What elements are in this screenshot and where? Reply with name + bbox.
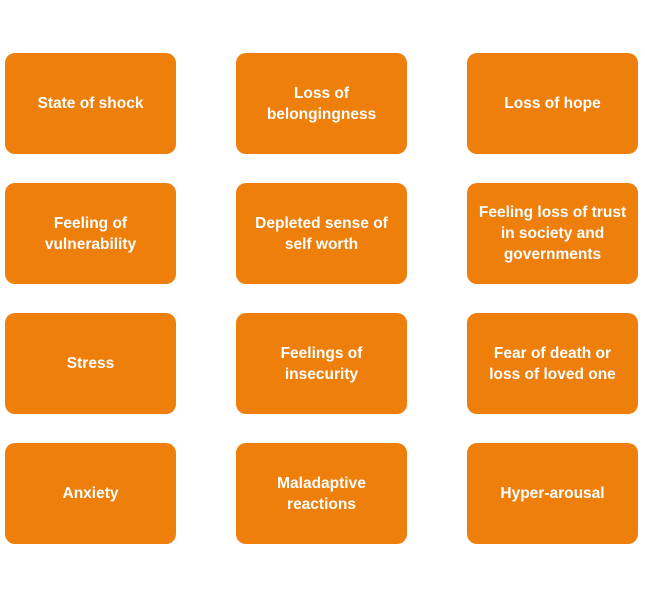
box-label: Feeling of vulnerability: [44, 214, 137, 253]
box-label: Stress: [66, 355, 115, 372]
box-loss-of-trust: Feeling loss of trust in society and gov…: [467, 183, 638, 284]
box-label: Hyper-arousal: [500, 485, 605, 502]
box-anxiety: Anxiety: [5, 443, 176, 544]
box-label: Feelings of insecurity: [280, 344, 363, 383]
box-feeling-of-vulnerability: Feeling of vulnerability: [5, 183, 176, 284]
box-label: Maladaptive reactions: [277, 474, 366, 513]
box-feelings-of-insecurity: Feelings of insecurity: [236, 313, 407, 414]
box-label: Fear of death or loss of loved one: [489, 344, 616, 383]
box-loss-of-hope: Loss of hope: [467, 53, 638, 154]
box-loss-of-belongingness: Loss of belongingness: [236, 53, 407, 154]
box-state-of-shock: State of shock: [5, 53, 176, 154]
box-label: State of shock: [37, 95, 144, 112]
box-label: Depleted sense of self worth: [255, 214, 388, 253]
box-stress: Stress: [5, 313, 176, 414]
box-label: Feeling loss of trust in society and gov…: [478, 204, 627, 263]
box-hyper-arousal: Hyper-arousal: [467, 443, 638, 544]
box-label: Loss of hope: [504, 95, 601, 112]
box-depleted-self-worth: Depleted sense of self worth: [236, 183, 407, 284]
box-fear-of-death: Fear of death or loss of loved one: [467, 313, 638, 414]
box-label: Loss of belongingness: [266, 84, 377, 123]
box-label: Anxiety: [62, 485, 119, 502]
box-maladaptive-reactions: Maladaptive reactions: [236, 443, 407, 544]
